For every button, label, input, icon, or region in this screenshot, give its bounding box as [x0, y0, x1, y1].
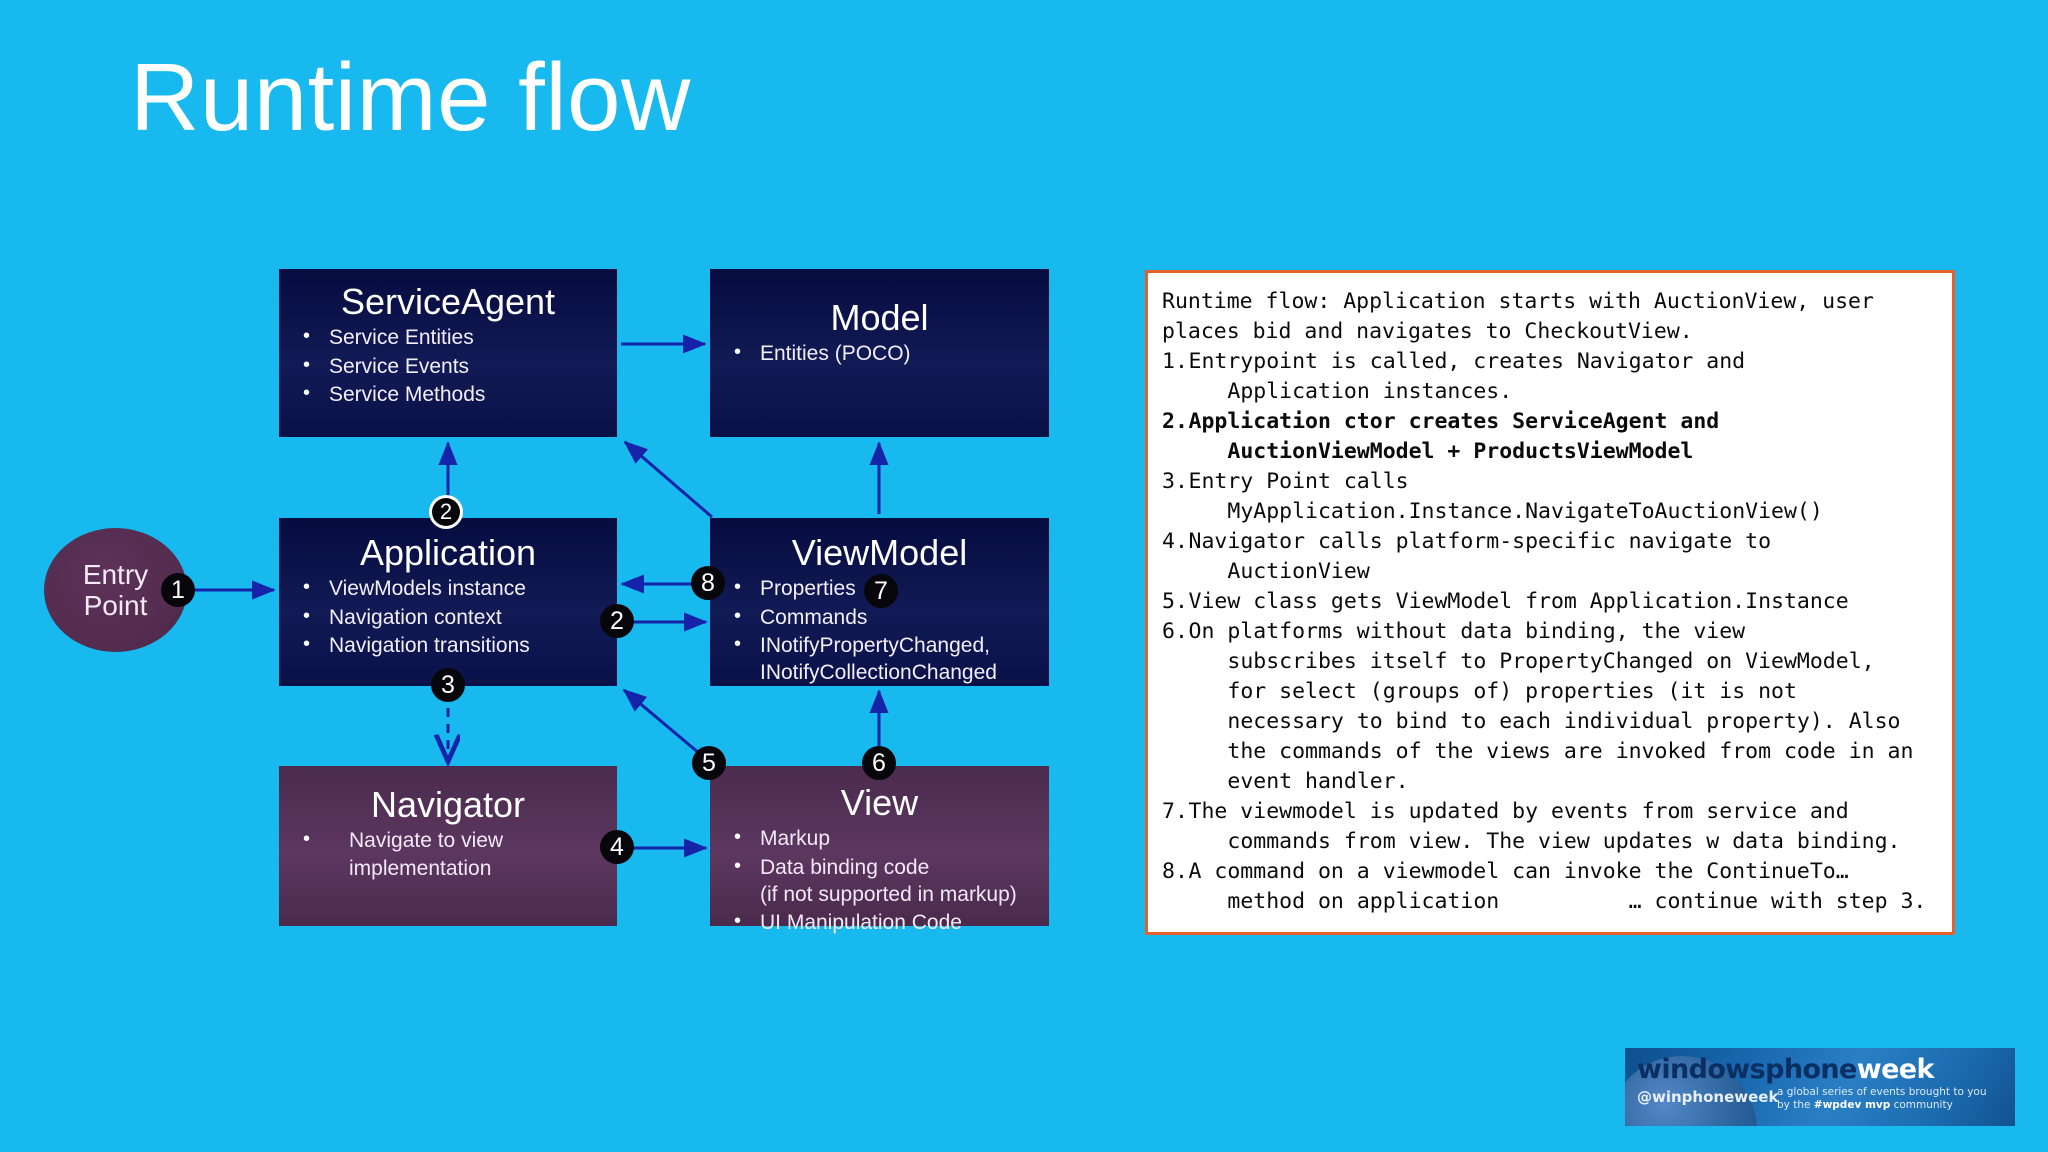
node-model-bullets: Entities (POCO): [710, 339, 1049, 367]
notes-panel: Runtime flow: Application starts with Au…: [1145, 270, 1955, 935]
notes-item-text: The viewmodel is updated by events from …: [1188, 799, 1901, 854]
step-badge-2-top: 2: [432, 498, 460, 526]
node-navigator[interactable]: Navigator Navigate to view implementatio…: [279, 766, 617, 926]
notes-item-text: View class gets ViewModel from Applicati…: [1188, 589, 1849, 614]
notes-item-number: 7.: [1162, 799, 1188, 824]
step-badge-6: 6: [862, 746, 896, 780]
logo-word-dark: windowsphone: [1637, 1054, 1857, 1085]
notes-item-number: 3.: [1162, 469, 1188, 494]
notes-item: 8.A command on a viewmodel can invoke th…: [1162, 857, 1936, 917]
entry-point-label: Entry Point: [83, 559, 148, 622]
list-item: Data binding code (if not supported in m…: [724, 853, 1037, 909]
list-item: Navigate to view implementation: [293, 826, 605, 882]
list-item: Markup: [724, 824, 1037, 852]
list-item: Service Methods: [293, 380, 605, 408]
notes-item-text: Entry Point calls MyApplication.Instance…: [1188, 469, 1823, 524]
list-item: Properties: [724, 574, 1037, 602]
list-item: Service Events: [293, 352, 605, 380]
notes-item-text: Application ctor creates ServiceAgent an…: [1188, 409, 1720, 464]
logo-tagline-post: community: [1890, 1099, 1953, 1111]
list-item: INotifyPropertyChanged, INotifyCollectio…: [724, 631, 1037, 687]
node-viewmodel-bullets: Properties Commands INotifyPropertyChang…: [710, 574, 1049, 687]
logo-tagline-pre: by the: [1777, 1099, 1814, 1111]
list-item: ViewModels instance: [293, 574, 605, 602]
node-view[interactable]: View Markup Data binding code (if not su…: [710, 766, 1049, 935]
node-view-bullets: Markup Data binding code (if not support…: [710, 824, 1049, 936]
step-badge-7: 7: [864, 574, 898, 608]
node-application[interactable]: Application ViewModels instance Navigati…: [279, 518, 617, 686]
list-item: Service Entities: [293, 323, 605, 351]
notes-item: 1.Entrypoint is called, creates Navigato…: [1162, 347, 1936, 407]
notes-item-text: On platforms without data binding, the v…: [1188, 619, 1914, 794]
windowsphoneweek-logo: windowsphoneweek @winphoneweek a global …: [1625, 1048, 2015, 1126]
notes-list: 1.Entrypoint is called, creates Navigato…: [1162, 347, 1936, 917]
step-badge-2-middle: 2: [600, 604, 634, 638]
step-badge-3: 3: [431, 668, 465, 702]
node-view-title: View: [840, 782, 919, 823]
node-model[interactable]: Model Entities (POCO): [710, 269, 1049, 437]
notes-item-number: 2.: [1162, 409, 1188, 434]
notes-item: 2.Application ctor creates ServiceAgent …: [1162, 407, 1936, 467]
step-badge-5: 5: [692, 746, 726, 780]
notes-item: 3.Entry Point calls MyApplication.Instan…: [1162, 467, 1936, 527]
step-badge-1: 1: [161, 573, 195, 607]
notes-item-number: 4.: [1162, 529, 1188, 554]
list-item: UI Manipulation Code: [724, 908, 1037, 936]
list-item: Navigation transitions: [293, 631, 605, 659]
notes-item: 5.View class gets ViewModel from Applica…: [1162, 587, 1936, 617]
notes-item: 4.Navigator calls platform-specific navi…: [1162, 527, 1936, 587]
notes-item: 6.On platforms without data binding, the…: [1162, 617, 1936, 797]
list-item: Navigation context: [293, 603, 605, 631]
node-application-title: Application: [359, 532, 537, 573]
node-navigator-title: Navigator: [370, 784, 526, 825]
logo-handle: @winphoneweek: [1637, 1088, 1779, 1106]
logo-wordmark: windowsphoneweek: [1637, 1054, 1934, 1085]
notes-item-number: 5.: [1162, 589, 1188, 614]
node-serviceagent-title: ServiceAgent: [340, 281, 556, 322]
step-badge-4: 4: [600, 830, 634, 864]
notes-intro: Runtime flow: Application starts with Au…: [1162, 289, 1874, 344]
logo-tagline-bold: #wpdev mvp: [1813, 1099, 1891, 1111]
entry-point-line2: Point: [83, 590, 148, 621]
notes-item-text: Entrypoint is called, creates Navigator …: [1188, 349, 1746, 404]
logo-word-light: week: [1856, 1054, 1935, 1085]
node-navigator-bullets: Navigate to view implementation: [279, 826, 617, 882]
node-serviceagent[interactable]: ServiceAgent Service Entities Service Ev…: [279, 269, 617, 437]
notes-item-text: A command on a viewmodel can invoke the …: [1188, 859, 1927, 914]
logo-tagline: a global series of events brought to you…: [1777, 1086, 2007, 1112]
notes-item-text: Navigator calls platform-specific naviga…: [1188, 529, 1772, 584]
node-model-title: Model: [830, 297, 929, 338]
notes-item: 7.The viewmodel is updated by events fro…: [1162, 797, 1936, 857]
page-title: Runtime flow: [130, 44, 691, 151]
node-viewmodel-title: ViewModel: [791, 532, 968, 573]
logo-tagline-line2: by the #wpdev mvp community: [1777, 1099, 2007, 1112]
arrow-viewmodel-to-serviceagent-diagonal: [623, 440, 713, 519]
step-badge-8: 8: [691, 566, 725, 600]
list-item: Commands: [724, 603, 1037, 631]
node-application-bullets: ViewModels instance Navigation context N…: [279, 574, 617, 659]
notes-item-number: 6.: [1162, 619, 1188, 644]
entry-point-line1: Entry: [82, 558, 149, 590]
notes-item-number: 1.: [1162, 349, 1188, 374]
list-item: Entities (POCO): [724, 339, 1037, 367]
logo-tagline-line1: a global series of events brought to you: [1777, 1086, 1987, 1098]
node-serviceagent-bullets: Service Entities Service Events Service …: [279, 323, 617, 408]
notes-item-number: 8.: [1162, 859, 1188, 884]
